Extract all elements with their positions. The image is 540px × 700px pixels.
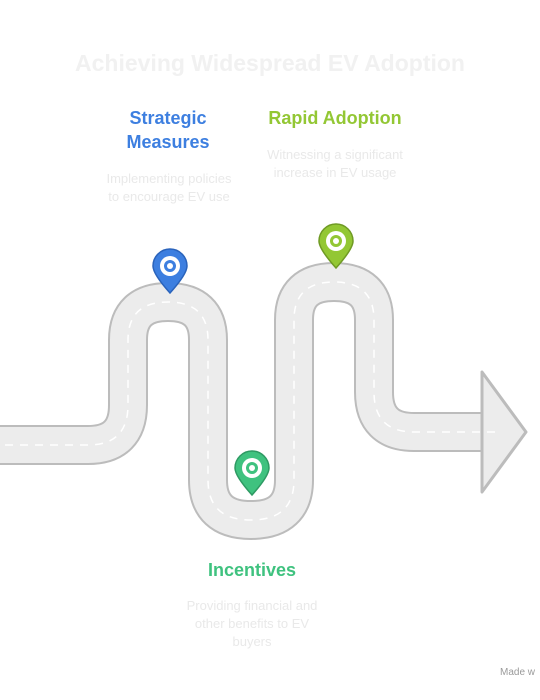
map-pin-icon [152,248,188,295]
milestone-description-incentives: Providing financial and other benefits t… [186,598,318,649]
road-arrow-head [480,370,528,494]
map-pin-icon [318,223,354,270]
map-pin-icon [234,450,270,497]
milestone-description-strategic-measures: Implementing policies to encourage EV us… [106,171,232,204]
lane-marking [0,281,500,521]
milestone-heading-strategic-measures: Strategic Measures [126,108,210,152]
milestone-heading-incentives: Incentives [207,560,297,580]
milestone-heading-rapid-adoption: Rapid Adoption [268,108,402,128]
milestone-description-rapid-adoption: Witnessing a significant increase in EV … [267,147,403,180]
diagram-title: Achieving Widespread EV Adoption [75,50,465,76]
footer-credit: Made w [500,667,536,678]
